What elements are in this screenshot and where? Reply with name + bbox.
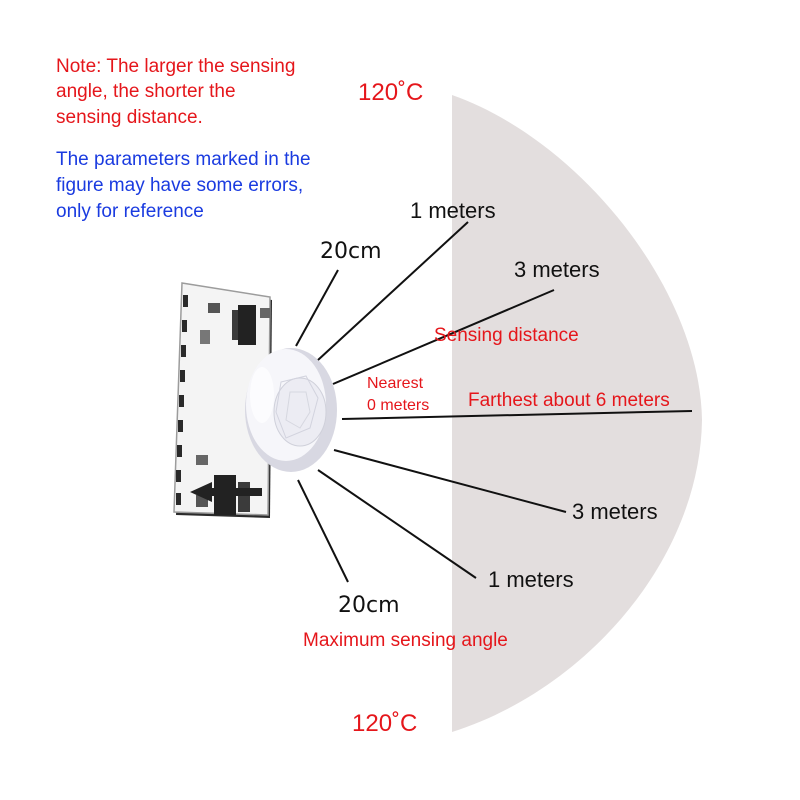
distance-label-lower-3m: 3 meters (572, 499, 658, 524)
angle-label-top: 120˚C (358, 79, 424, 106)
line-farthest (341, 410, 693, 420)
note-line-2: angle, the shorter the (56, 81, 236, 102)
farthest-label: Farthest about 6 meters (468, 390, 670, 411)
pir-sensor-module-icon (173, 282, 337, 518)
line-lower-20cm (297, 479, 349, 583)
nearest-label-line-2: 0 meters (367, 397, 430, 414)
distance-label-lower-20cm: 20cm (338, 593, 400, 618)
sensing-distance-label: Sensing distance (434, 325, 579, 346)
distance-label-lower-1m: 1 meters (488, 567, 574, 592)
note-line-1: Note: The larger the sensing (56, 56, 296, 77)
line-lower-1m (317, 469, 477, 579)
param-note-line-2: figure may have some errors, (56, 175, 304, 196)
line-lower-3m (333, 449, 567, 513)
note-line-3: sensing distance. (56, 107, 203, 128)
line-upper-20cm (295, 269, 339, 347)
param-note-line-3: only for reference (56, 201, 204, 222)
angle-label-bottom: 120˚C (352, 710, 418, 737)
line-upper-1m (317, 221, 469, 361)
distance-label-upper-3m: 3 meters (514, 257, 600, 282)
distance-label-upper-20cm: 20cm (320, 239, 382, 264)
nearest-label-line-1: Nearest (367, 375, 424, 392)
distance-label-upper-1m: 1 meters (410, 198, 496, 223)
line-upper-3m (332, 289, 555, 385)
param-note-line-1: The parameters marked in the (56, 149, 311, 170)
max-angle-label: Maximum sensing angle (303, 630, 508, 651)
